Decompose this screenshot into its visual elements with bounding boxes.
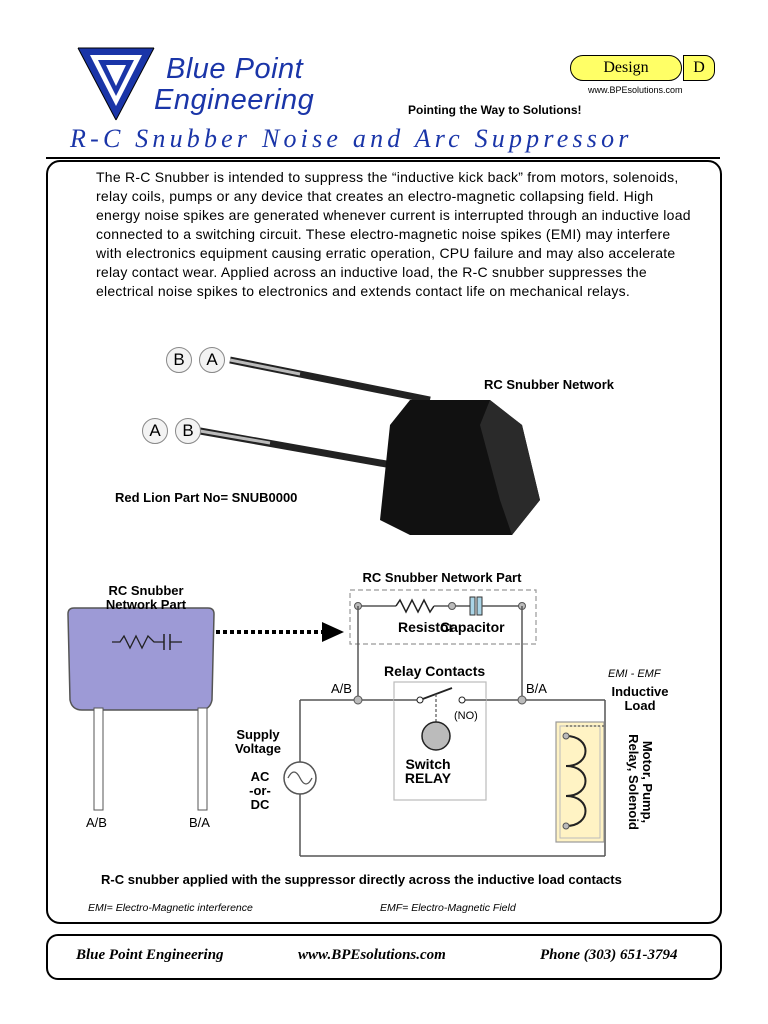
design-badge: Design	[570, 55, 682, 81]
page-title: R-C Snubber Noise and Arc Suppressor	[70, 124, 633, 153]
footer-website[interactable]: www.BPEsolutions.com	[298, 947, 446, 963]
network-part-label: RC Snubber Network Part	[362, 570, 522, 585]
no-contact-label: (NO)	[454, 710, 478, 722]
footer-phone: Phone (303) 651-3794	[540, 947, 678, 963]
lead-label-top-b: B	[166, 347, 192, 373]
leg-label-left: A/B	[86, 815, 107, 830]
supply-voltage-label: Supply Voltage	[235, 727, 281, 756]
rc-network-label: RC Snubber Network	[484, 377, 615, 392]
header-website: www.BPEsolutions.com	[588, 85, 683, 95]
lead-label-top-a: A	[199, 347, 225, 373]
ac-dc-label: AC -or- DC	[249, 769, 271, 812]
node-label-left: A/B	[331, 681, 352, 696]
part-number-label: Red Lion Part No= SNUB0000	[115, 490, 298, 505]
emi-emf-label: EMI - EMF	[608, 668, 661, 680]
intro-paragraph: The R-C Snubber is intended to suppress …	[96, 169, 691, 299]
brand-line-1: Blue Point	[166, 53, 304, 85]
footer-company: Blue Point Engineering	[76, 947, 224, 963]
lead-label-bottom-a: A	[142, 418, 168, 444]
switch-relay-label: Switch RELAY	[404, 756, 452, 786]
snubber-photo-graphic	[199, 356, 540, 535]
footer-box	[46, 934, 722, 980]
lead-label-bottom-b: B	[175, 418, 201, 444]
node-label-right: B/A	[526, 681, 547, 696]
logo-icon	[76, 44, 156, 122]
relay-contacts-label: Relay Contacts	[384, 663, 486, 679]
main-content-box	[46, 160, 722, 924]
emi-definition: EMI= Electro-Magnetic interference	[88, 902, 253, 914]
emf-definition: EMF= Electro-Magnetic Field	[380, 902, 516, 914]
rc-snubber-part-label: RC Snubber Network Part	[105, 583, 187, 612]
circuit-diagram	[67, 589, 606, 857]
diagram-caption: R-C snubber applied with the suppressor …	[101, 872, 622, 887]
brand-line-2: Engineering	[154, 84, 315, 116]
title-underline	[46, 157, 720, 159]
tagline: Pointing the Way to Solutions!	[408, 103, 582, 117]
design-letter-badge: D	[683, 55, 715, 81]
load-types-label: Motor, Pump, Relay, Solenoid	[626, 734, 655, 830]
capacitor-label-text: Capacitor	[440, 619, 505, 635]
inductive-load-label: Inductive Load	[611, 684, 669, 713]
resistor-label: Resistor	[398, 619, 455, 635]
leg-label-right: B/A	[189, 815, 210, 830]
